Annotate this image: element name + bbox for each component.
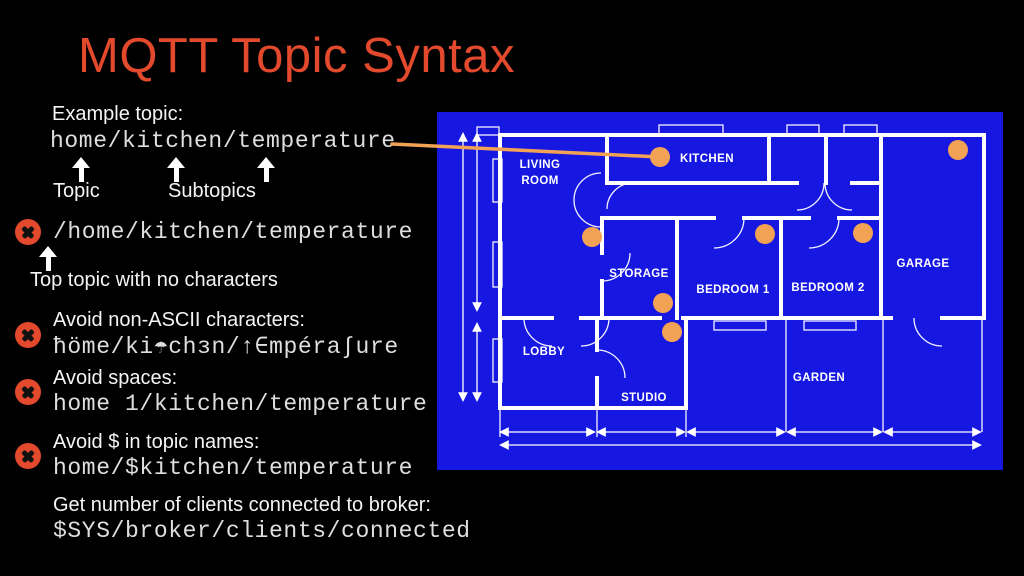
subtopics-annotation: Subtopics <box>168 180 256 202</box>
sensor-dot-studio <box>662 322 682 342</box>
room-label-bedroom1: BEDROOM 1 <box>696 284 769 296</box>
rule-heading: Avoid $ in topic names: <box>53 431 260 453</box>
extension-lines <box>499 318 983 437</box>
note-up-arrow-icon <box>39 246 57 272</box>
room-label-studio: STUDIO <box>621 392 667 404</box>
sensor-dot-bedroom1 <box>755 224 775 244</box>
room-label-lobby: LOBBY <box>523 346 565 358</box>
sensor-dot-bedroom2 <box>853 223 873 243</box>
error-icon <box>15 219 41 245</box>
room-label-garden: GARDEN <box>793 372 845 384</box>
rule-code: ħöme/ki☂chɜn/↑∈mpéra∫ure <box>53 334 399 360</box>
sensor-dot-hall <box>582 227 602 247</box>
sensor-dot-garage <box>948 140 968 160</box>
rule-code: /home/kitchen/temperature <box>53 219 414 245</box>
rule-code: home/$kitchen/temperature <box>53 455 414 481</box>
sensor-dot-kitchen <box>650 147 670 167</box>
room-label-bedroom2: BEDROOM 2 <box>791 282 864 294</box>
sensor-dots <box>582 140 968 342</box>
rule-code: $SYS/broker/clients/connected <box>53 518 471 544</box>
error-icon <box>15 322 41 348</box>
windows <box>476 124 878 383</box>
dimension-arrows <box>458 132 982 450</box>
page-title: MQTT Topic Syntax <box>78 29 515 83</box>
error-icon <box>15 443 41 469</box>
door-arcs <box>523 172 943 379</box>
floorplan-panel: LIVING ROOM KITCHEN STORAGE BEDROOM 1 BE… <box>437 112 1003 470</box>
rule-code: home 1/kitchen/temperature <box>53 391 428 417</box>
topic-up-arrow-icon <box>72 157 90 183</box>
sensor-dot-hall-south <box>653 293 673 313</box>
rule-heading: Get number of clients connected to broke… <box>53 494 431 516</box>
walls <box>498 133 986 410</box>
example-topic-code: home/kitchen/temperature <box>50 128 396 154</box>
rule-note: Top topic with no characters <box>30 269 278 291</box>
subtopic-up-arrow-icon <box>257 157 275 183</box>
floorplan-drawing: LIVING ROOM KITCHEN STORAGE BEDROOM 1 BE… <box>458 124 986 450</box>
room-label-living-1: LIVING <box>520 159 561 171</box>
topic-annotation: Topic <box>53 180 100 202</box>
room-label-garage: GARAGE <box>897 258 950 270</box>
subtopic-up-arrow-icon <box>167 157 185 183</box>
example-topic-label: Example topic: <box>52 103 184 125</box>
room-label-living-2: ROOM <box>521 175 558 187</box>
room-label-storage: STORAGE <box>609 268 668 280</box>
rule-heading: Avoid non-ASCII characters: <box>53 309 305 331</box>
room-label-kitchen: KITCHEN <box>680 153 734 165</box>
rule-heading: Avoid spaces: <box>53 367 178 389</box>
error-icon <box>15 379 41 405</box>
